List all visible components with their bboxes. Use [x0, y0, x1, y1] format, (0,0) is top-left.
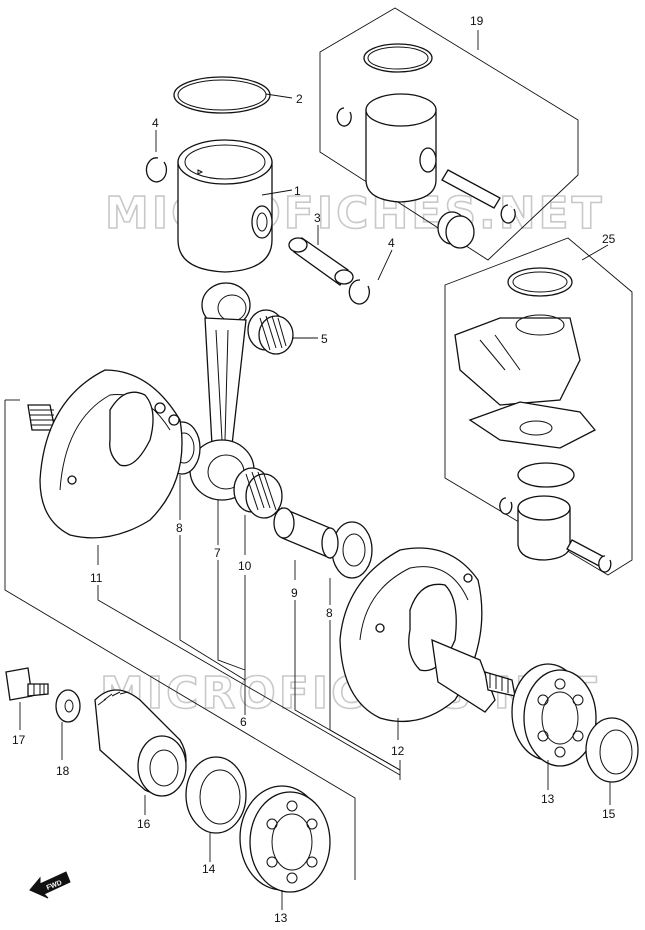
crankshaft-left[interactable] [27, 369, 183, 539]
callout-17: 17 [12, 733, 26, 747]
callout-12: 12 [391, 744, 405, 758]
frame-bottom [4, 400, 356, 880]
callout-14: 14 [202, 862, 216, 876]
callout-9: 9 [291, 586, 298, 600]
callout-19: 19 [470, 14, 484, 28]
fwd-arrow-icon: FWD [29, 871, 71, 899]
circlip-left[interactable] [145, 157, 168, 183]
callout-3: 3 [314, 211, 321, 225]
oil-seal-left[interactable] [185, 756, 247, 834]
crankshaft-right[interactable] [339, 547, 516, 723]
callout-16: 16 [137, 817, 151, 831]
small-end-bearing[interactable] [247, 309, 294, 355]
washer[interactable] [55, 689, 81, 723]
callout-4-left: 4 [152, 116, 159, 130]
callout-8-left: 8 [176, 521, 183, 535]
callout-11: 11 [90, 571, 103, 585]
callout-5: 5 [321, 332, 328, 346]
callout-13-right: 13 [541, 792, 555, 806]
callout-7: 7 [214, 546, 221, 560]
circlip-right[interactable] [348, 279, 370, 305]
callout-15: 15 [602, 807, 616, 821]
leader-lines [19, 30, 611, 910]
callout-10: 10 [238, 559, 252, 573]
piston[interactable] [177, 139, 273, 273]
piston-ring[interactable] [173, 76, 271, 114]
callout-18: 18 [56, 764, 70, 778]
big-end-bearing[interactable] [233, 467, 283, 519]
callout-6: 6 [240, 715, 247, 729]
gasket-set[interactable] [454, 267, 612, 573]
thrust-washer-right[interactable] [331, 521, 373, 579]
callout-2: 2 [296, 92, 303, 106]
piston-pin[interactable] [288, 237, 354, 286]
bolt[interactable] [5, 667, 49, 701]
piston-kit[interactable] [336, 43, 516, 249]
callout-8-right: 8 [326, 606, 333, 620]
callout-1: 1 [294, 184, 301, 198]
main-bearing-right[interactable] [511, 663, 597, 767]
frame-25 [444, 237, 633, 576]
callout-4-right: 4 [388, 236, 395, 250]
connecting-rod[interactable] [189, 282, 255, 501]
callout-25: 25 [602, 232, 616, 246]
main-bearing-left[interactable] [239, 785, 331, 893]
primary-gear[interactable] [94, 689, 187, 797]
crank-pin[interactable] [273, 507, 339, 559]
oil-seal-right[interactable] [585, 717, 639, 783]
frame-19 [319, 7, 579, 261]
callout-13-left: 13 [274, 911, 288, 925]
